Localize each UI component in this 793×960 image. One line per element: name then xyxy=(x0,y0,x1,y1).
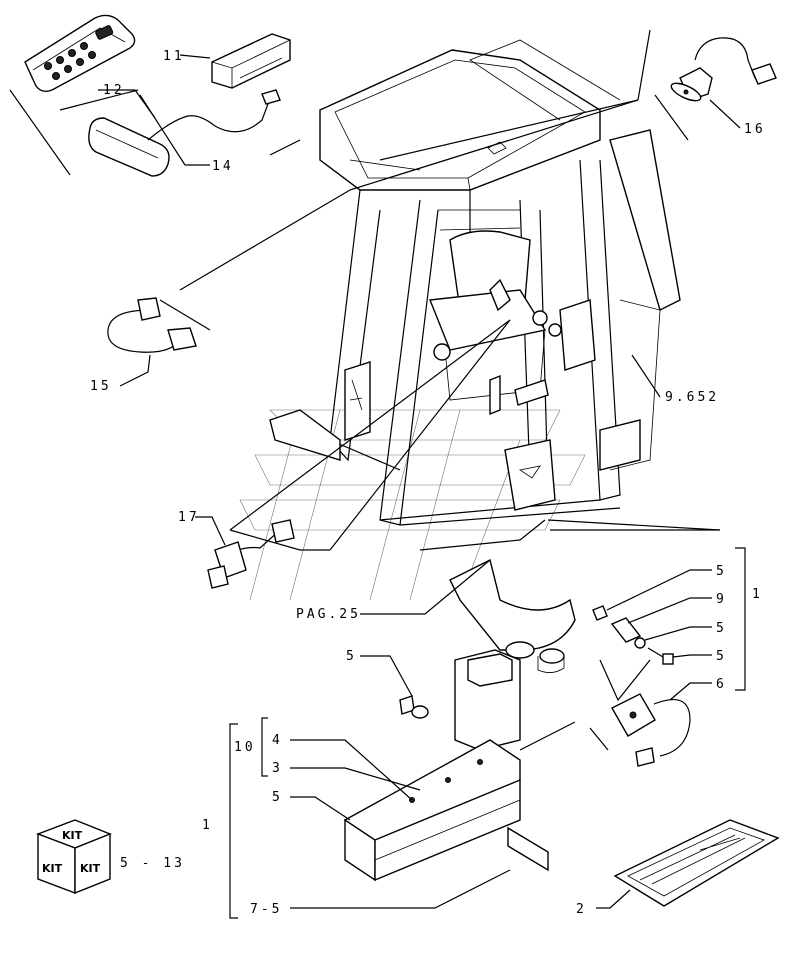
callout-7-5: 7-5 xyxy=(250,902,282,917)
screw-part-5 xyxy=(399,695,429,719)
callout-1-a: 1 xyxy=(752,587,763,602)
callout-9652: 9.652 xyxy=(665,390,719,405)
part-17-harness xyxy=(207,519,295,589)
callout-16: 16 xyxy=(744,122,766,137)
leader-lines xyxy=(9,29,746,919)
part-12-mirror xyxy=(88,89,281,177)
callout-pag25: PAG.25 xyxy=(296,607,361,622)
callout-labels: 11 12 14 16 15 9.652 17 PAG.25 5 9 5 5 1… xyxy=(90,49,766,917)
callout-5-c: 5 xyxy=(716,649,727,664)
callout-2: 2 xyxy=(576,902,587,917)
callout-6: 6 xyxy=(716,677,727,692)
kit-label-top: KIT xyxy=(62,829,83,842)
console-bracket xyxy=(449,558,576,673)
kit-label-left: KIT xyxy=(42,862,63,875)
callout-5-13: 5 - 13 xyxy=(120,856,185,871)
remote-control xyxy=(24,14,136,93)
part-6-sensor xyxy=(611,693,691,767)
fasteners xyxy=(592,605,674,665)
console-base xyxy=(343,649,549,882)
callout-9: 9 xyxy=(716,592,727,607)
operator-seat xyxy=(429,230,562,511)
kit-label-right: KIT xyxy=(80,862,101,875)
callout-12: 12 xyxy=(103,83,125,98)
callout-14: 14 xyxy=(212,159,234,174)
cab-roof xyxy=(319,49,601,191)
callout-15: 15 xyxy=(90,379,112,394)
callout-5-e: 5 xyxy=(272,790,283,805)
part-11-module xyxy=(211,33,291,89)
callout-17: 17 xyxy=(178,510,200,525)
callout-3: 3 xyxy=(272,761,283,776)
callout-10: 10 xyxy=(234,740,256,755)
callout-5-b: 5 xyxy=(716,621,727,636)
callout-11: 11 xyxy=(163,49,185,64)
part-16-lighter xyxy=(670,37,777,102)
callout-4: 4 xyxy=(272,733,283,748)
callout-5-d: 5 xyxy=(346,649,357,664)
part-2-mat xyxy=(613,819,780,907)
part-15-cable xyxy=(107,297,197,353)
callout-1-b: 1 xyxy=(202,818,213,833)
door-handles xyxy=(269,299,596,461)
kit-cube: KIT KIT KIT xyxy=(36,819,112,895)
callout-5-a: 5 xyxy=(716,564,727,579)
